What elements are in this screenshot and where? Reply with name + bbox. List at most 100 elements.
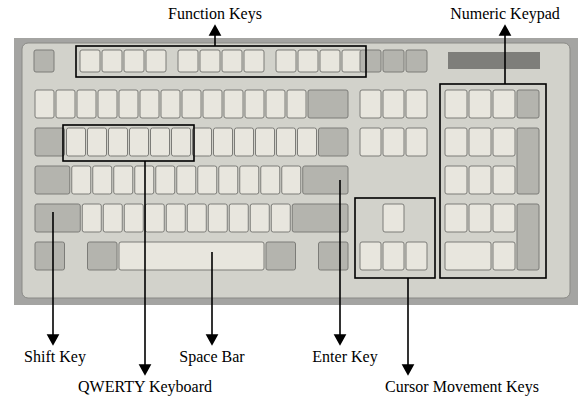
key-cap — [198, 166, 217, 194]
key-cap — [445, 166, 467, 194]
key-cap — [114, 166, 133, 194]
arrow-head — [210, 26, 220, 35]
key-cap — [383, 50, 404, 72]
key-group — [34, 50, 539, 270]
part-label: Cursor Movement Keys — [385, 378, 539, 396]
key-cap — [224, 90, 243, 118]
key-cap — [303, 166, 348, 194]
numeric-keypad-box — [440, 84, 546, 278]
key-cap — [219, 166, 238, 194]
key-cap — [493, 204, 515, 232]
key-cap — [277, 128, 296, 156]
key-cap — [360, 50, 381, 72]
qwerty-box — [63, 125, 194, 161]
key-cap — [34, 50, 54, 72]
key-cap — [88, 128, 107, 156]
key-cap — [35, 166, 70, 194]
key-cap — [187, 204, 206, 232]
arrow-head — [140, 365, 150, 374]
key-cap — [109, 128, 128, 156]
leader-line — [407, 278, 409, 366]
part-label: Shift Key — [24, 348, 86, 366]
key-cap — [320, 50, 340, 72]
key-cap — [266, 90, 285, 118]
keyboard-body — [22, 43, 570, 298]
key-cap — [182, 90, 201, 118]
key-cap — [360, 90, 381, 118]
key-cap — [193, 128, 212, 156]
key-cap — [406, 242, 427, 270]
key-cap — [172, 128, 191, 156]
key-cap — [80, 50, 100, 72]
key-cap — [102, 50, 122, 72]
key-cap — [103, 204, 122, 232]
key-cap — [282, 166, 301, 194]
key-cap — [383, 90, 404, 118]
key-cap — [244, 50, 264, 72]
key-cap — [161, 90, 180, 118]
key-cap — [256, 128, 275, 156]
key-cap — [445, 204, 467, 232]
key-cap — [72, 166, 91, 194]
arrow-head — [500, 26, 510, 35]
key-cap — [82, 204, 101, 232]
key-cap — [203, 90, 222, 118]
key-cap — [287, 90, 306, 118]
leader-line — [504, 33, 506, 84]
key-cap — [98, 90, 117, 118]
part-label: Function Keys — [168, 5, 262, 23]
key-cap — [200, 50, 220, 72]
key-cap — [383, 242, 404, 270]
key-cap — [119, 242, 264, 270]
key-cap — [146, 50, 166, 72]
key-cap — [517, 204, 539, 270]
key-cap — [319, 128, 349, 156]
key-cap — [360, 128, 381, 156]
key-cap — [406, 90, 427, 118]
key-cap — [240, 166, 259, 194]
key-cap — [166, 204, 185, 232]
leader-line — [144, 161, 146, 366]
key-cap — [156, 166, 175, 194]
key-cap — [124, 204, 143, 232]
arrow-head — [48, 335, 58, 344]
photo-ground — [14, 38, 578, 305]
key-cap — [406, 50, 427, 72]
key-cap — [145, 204, 164, 232]
key-cap — [214, 128, 233, 156]
key-cap — [140, 90, 159, 118]
key-cap — [229, 204, 248, 232]
key-cap — [271, 204, 290, 232]
key-cap — [35, 128, 65, 156]
key-cap — [469, 204, 491, 232]
key-cap — [88, 242, 118, 270]
key-cap — [222, 50, 242, 72]
key-cap — [151, 128, 170, 156]
part-label: QWERTY Keyboard — [78, 378, 212, 396]
key-cap — [298, 128, 317, 156]
key-cap — [93, 166, 112, 194]
key-cap — [517, 90, 539, 118]
key-cap — [56, 90, 75, 118]
key-cap — [342, 50, 362, 72]
key-cap — [35, 90, 54, 118]
key-cap — [445, 90, 467, 118]
key-cap — [308, 90, 348, 118]
key-cap — [77, 90, 96, 118]
key-cap — [208, 204, 227, 232]
key-cap — [469, 128, 491, 156]
key-cap — [445, 128, 467, 156]
key-cap — [445, 242, 491, 270]
key-cap — [493, 128, 515, 156]
key-cap — [245, 90, 264, 118]
key-cap — [319, 242, 349, 270]
key-cap — [130, 128, 149, 156]
leader-line — [52, 212, 54, 337]
leader-line — [339, 180, 341, 337]
key-cap — [67, 128, 86, 156]
key-cap — [250, 204, 269, 232]
key-cap — [177, 166, 196, 194]
key-cap — [276, 50, 296, 72]
